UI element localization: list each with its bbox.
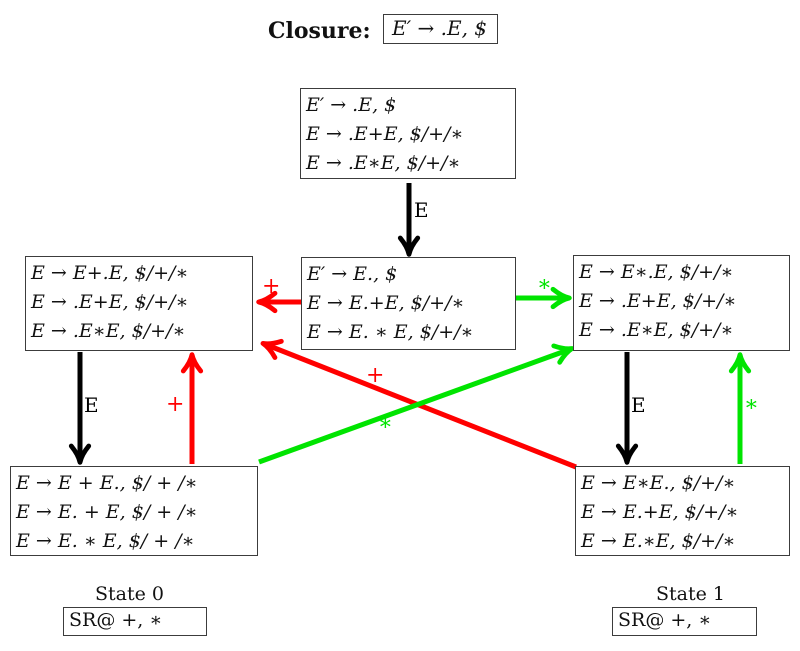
transition-label-plus: + [262, 274, 281, 299]
shift-star-bottom-left-to-right [258, 343, 575, 465]
item-box-right: E → E∗.E, $/+/∗ E → .E+E, $/+/∗ E → .E∗E… [573, 255, 790, 351]
closure-header: Closure: E′ → .E, $ [0, 14, 800, 48]
item-box-bottom-right: E → E∗E., $/+/∗ E → E.+E, $/+/∗ E → E.∗E… [575, 466, 790, 556]
state1-action-box: SR@ +, ∗ [612, 607, 757, 636]
state0-action-box: SR@ +, ∗ [63, 607, 207, 636]
item-line: E → .E∗E, $/+/∗ [31, 320, 186, 342]
item-line: E → E∗E., $/+/∗ [581, 472, 736, 494]
item-box-top: E′ → .E, $ E → .E+E, $/+/∗ E → .E∗E, $/+… [300, 88, 516, 179]
item-line: E → E+.E, $/+/∗ [31, 262, 189, 284]
item-line: E → E.+E, $/+/∗ [581, 501, 739, 523]
item-line: E′ → .E, $ [306, 94, 397, 116]
item-line: E → .E∗E, $/+/∗ [579, 319, 734, 341]
item-line: E → E.+E, $/+/∗ [307, 292, 465, 314]
item-line: E → E + E., $/ + /∗ [16, 472, 198, 494]
transition-label-star: ∗ [537, 272, 552, 297]
closure-title: Closure: [268, 18, 371, 44]
item-line: E → E.∗E, $/+/∗ [581, 530, 736, 552]
transition-label-star: ∗ [378, 411, 393, 436]
shift-plus-bottom-right-to-left [260, 338, 577, 470]
state0-label: State 0 [95, 583, 164, 605]
item-line: E → E∗.E, $/+/∗ [579, 261, 734, 283]
state1-label: State 1 [656, 583, 725, 605]
item-line: E → .E+E, $/+/∗ [31, 291, 189, 313]
transition-label-star: ∗ [744, 392, 759, 417]
closure-formula-box: E′ → .E, $ [383, 14, 499, 44]
item-line: E → .E∗E, $/+/∗ [306, 152, 461, 174]
item-box-left: E → E+.E, $/+/∗ E → .E+E, $/+/∗ E → .E∗E… [25, 256, 253, 351]
item-line: E → E. ∗ E, $/+/∗ [307, 321, 474, 343]
transition-label-plus: + [166, 392, 185, 417]
item-line: E → .E+E, $/+/∗ [579, 290, 737, 312]
item-box-bottom-left: E → E + E., $/ + /∗ E → E. + E, $/ + /∗ … [10, 466, 258, 556]
item-line: E′ → E., $ [307, 263, 398, 285]
transition-label-goto-E: E [84, 393, 99, 417]
transition-label-goto-E: E [414, 198, 429, 222]
item-line: E → E. ∗ E, $/ + /∗ [16, 530, 195, 552]
item-box-center: E′ → E., $ E → E.+E, $/+/∗ E → E. ∗ E, $… [301, 257, 516, 350]
transition-label-goto-E: E [631, 393, 646, 417]
transition-label-plus: + [366, 363, 385, 388]
item-line: E → .E+E, $/+/∗ [306, 123, 464, 145]
item-line: E → E. + E, $/ + /∗ [16, 501, 198, 523]
